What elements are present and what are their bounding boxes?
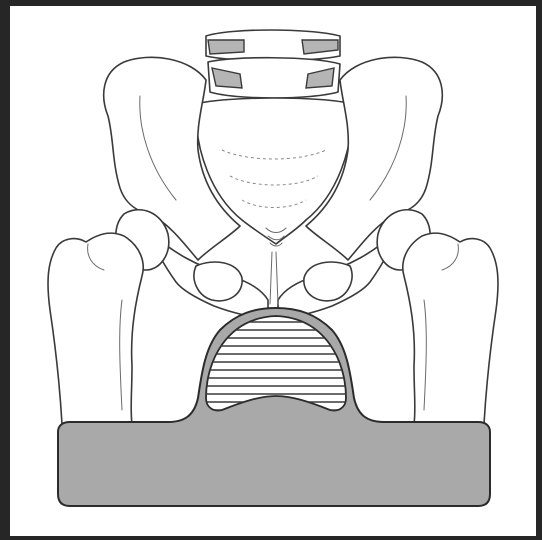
left-femur [48, 233, 143, 424]
pubic-symphysis [270, 252, 278, 304]
intervertebral-disc [208, 40, 244, 54]
right-femur [403, 233, 498, 424]
